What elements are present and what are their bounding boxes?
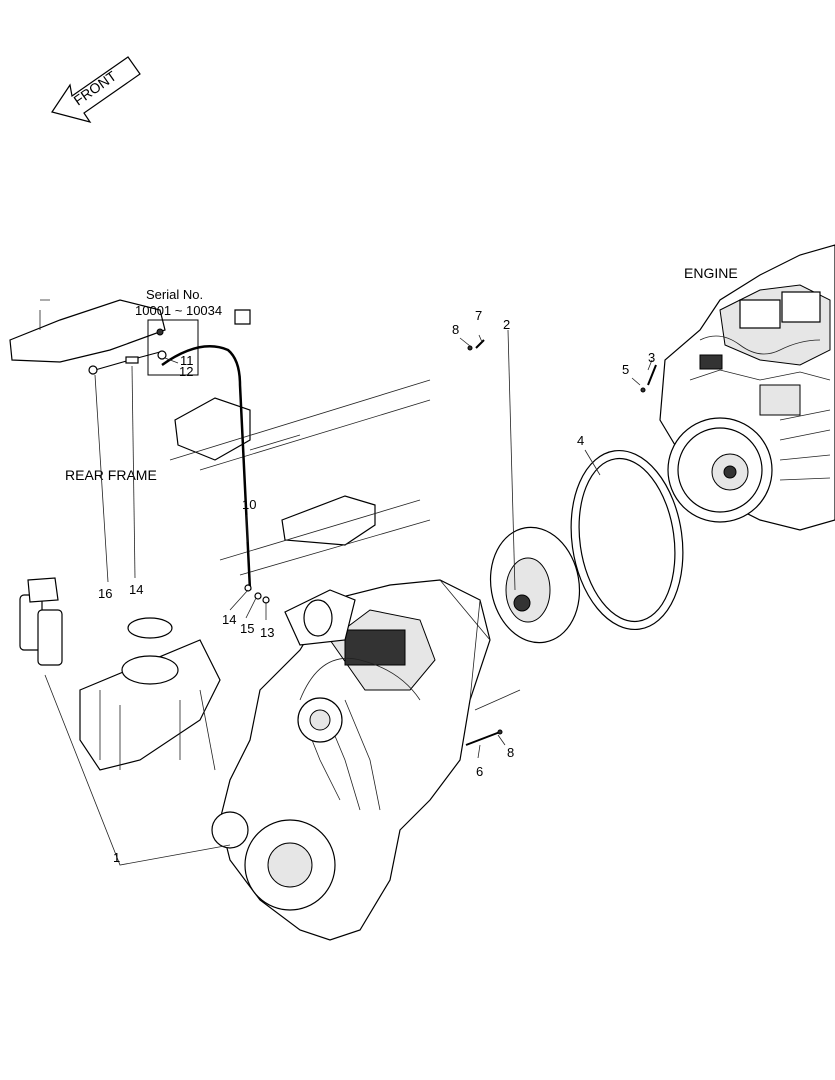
transmission — [211, 579, 491, 941]
callout-11: 11 — [180, 353, 194, 368]
svg-text:Serial No.: Serial No. — [146, 287, 203, 302]
callout-16: 16 — [98, 586, 112, 601]
serial-box: Serial No. 10001 ~ 10034 — [135, 287, 222, 376]
callout-4: 4 — [577, 433, 584, 448]
callout-6: 6 — [476, 764, 483, 779]
leader-lines — [44, 329, 653, 866]
engine — [659, 244, 835, 531]
callout-7: 7 — [475, 308, 482, 323]
callout-12: 12 — [179, 364, 193, 379]
svg-text:10001 ~ 10034: 10001 ~ 10034 — [135, 303, 222, 318]
callout-1: 1 — [113, 850, 120, 865]
callout-10: 10 — [242, 497, 256, 512]
svg-text:REAR FRAME: REAR FRAME — [65, 467, 157, 483]
callout-3: 3 — [648, 350, 655, 365]
callout-5: 5 — [622, 362, 629, 377]
filter-assembly — [19, 577, 63, 666]
flex-plate — [489, 526, 581, 644]
callout-14a: 14 — [222, 612, 236, 627]
callout-2: 2 — [503, 317, 510, 332]
callout-8b: 8 — [507, 745, 514, 760]
callout-8a: 8 — [452, 322, 459, 337]
engine-label: ENGINE — [684, 265, 738, 281]
flywheel-housing-ring — [570, 449, 684, 631]
bolts — [465, 339, 657, 746]
rear-frame-label: REAR FRAME — [65, 467, 157, 483]
sensor-harness — [88, 309, 270, 604]
callout-15: 15 — [240, 621, 254, 636]
callout-13: 13 — [260, 625, 274, 640]
callouts: 1 2 3 4 5 6 7 8 8 10 11 12 13 14 14 15 1… — [98, 308, 655, 865]
rear-frame — [9, 299, 431, 771]
callout-14b: 14 — [129, 582, 143, 597]
svg-text:ENGINE: ENGINE — [684, 265, 738, 281]
front-arrow: FRONT — [51, 56, 141, 123]
